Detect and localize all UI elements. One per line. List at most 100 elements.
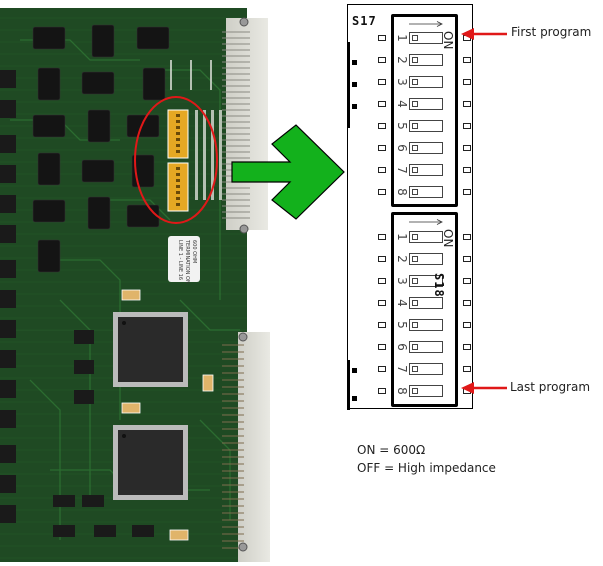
- right-arrow-icon: [231, 124, 345, 220]
- switch-knob: [412, 35, 418, 41]
- switch-number: 3: [395, 277, 409, 285]
- switch-position-2: 2: [378, 54, 471, 68]
- panel-bracket-top: [347, 42, 357, 128]
- pin-left: [378, 167, 386, 173]
- first-program-arrow-icon: [461, 28, 507, 40]
- tantalum-capacitors: [121, 289, 214, 541]
- qfp-chip-2: [113, 425, 188, 500]
- switch-position-1: 1: [378, 32, 471, 46]
- switch-number: 2: [395, 255, 409, 263]
- pin-right: [463, 101, 471, 107]
- switch-knob: [412, 123, 418, 129]
- pin-left: [378, 189, 386, 195]
- pin-right: [463, 79, 471, 85]
- switch-number: 5: [395, 321, 409, 329]
- switch-number: 3: [395, 78, 409, 86]
- switch-slider: [409, 297, 443, 309]
- pin-right: [463, 256, 471, 262]
- switch-position-3: 3: [378, 76, 471, 90]
- switch-knob: [412, 322, 418, 328]
- switch-position-5: 5: [378, 319, 471, 333]
- switch-slider: [409, 385, 443, 397]
- switch-number: 7: [395, 166, 409, 174]
- last-program-label: Last program: [510, 380, 591, 394]
- pin-left: [378, 35, 386, 41]
- switch-position-3: 3: [378, 275, 471, 289]
- switch-slider: [409, 341, 443, 353]
- switch-slider: [409, 76, 443, 88]
- switch-knob: [412, 145, 418, 151]
- switch-number: 4: [395, 299, 409, 307]
- sticker-line-1: 600 OHM: [191, 240, 197, 263]
- pin-left: [378, 300, 386, 306]
- switch-position-8: 8: [378, 186, 471, 200]
- termination-sticker: 600 OHM TERMINATION ON LINE 1 - LINE 16: [168, 236, 200, 284]
- on-direction-arrow-icon: [409, 219, 443, 225]
- edge-connector-bottom: [222, 332, 270, 562]
- switch-knob: [412, 234, 418, 240]
- switch-slider: [409, 231, 443, 243]
- switch-number: 1: [395, 233, 409, 241]
- impedance-legend: ON = 600Ω OFF = High impedance: [357, 441, 496, 477]
- pin-right: [463, 278, 471, 284]
- pin-left: [378, 101, 386, 107]
- circuit-board-photo: 600 OHM TERMINATION ON LINE 1 - LINE 16: [0, 8, 270, 562]
- pin-left: [378, 388, 386, 394]
- pointer-arrow-shape: [231, 124, 345, 220]
- switch-number: 8: [395, 387, 409, 395]
- switch-knob: [412, 300, 418, 306]
- pin-left: [378, 145, 386, 151]
- pin-left: [378, 322, 386, 328]
- highlight-ellipse: [134, 96, 218, 224]
- switch-number: 7: [395, 365, 409, 373]
- pin-right: [463, 300, 471, 306]
- pin-right: [463, 344, 471, 350]
- switch-knob: [412, 256, 418, 262]
- pin-right: [463, 123, 471, 129]
- switch-knob: [412, 57, 418, 63]
- pin-left: [378, 366, 386, 372]
- switch-position-8: 8: [378, 385, 471, 399]
- pin-right: [463, 57, 471, 63]
- switch-slider: [409, 164, 443, 176]
- switch-knob: [412, 167, 418, 173]
- pin-left: [378, 234, 386, 240]
- switch-knob: [412, 388, 418, 394]
- switch-slider: [409, 32, 443, 44]
- switch-slider: [409, 142, 443, 154]
- switch-number: 8: [395, 188, 409, 196]
- switch-position-4: 4: [378, 297, 471, 311]
- first-program-label: First program: [511, 25, 592, 39]
- switch-slider: [409, 253, 443, 265]
- switch-position-7: 7: [378, 164, 471, 178]
- switch-knob: [412, 101, 418, 107]
- switch-slider: [409, 319, 443, 331]
- s18-label: S18: [432, 273, 446, 298]
- s17-label: S17: [352, 14, 377, 28]
- switch-number: 4: [395, 100, 409, 108]
- on-direction-arrow-icon: [409, 21, 443, 27]
- switch-position-6: 6: [378, 142, 471, 156]
- sticker-line-3: LINE 1 - LINE 16: [177, 240, 183, 280]
- switch-position-1: 1: [378, 231, 471, 245]
- switch-number: 2: [395, 56, 409, 64]
- switch-position-6: 6: [378, 341, 471, 355]
- switch-position-4: 4: [378, 98, 471, 112]
- switch-number: 1: [395, 34, 409, 42]
- last-program-arrow-icon: [461, 382, 507, 394]
- pin-left: [378, 344, 386, 350]
- pin-right: [463, 189, 471, 195]
- switch-knob: [412, 79, 418, 85]
- switch-position-2: 2: [378, 253, 471, 267]
- switch-number: 6: [395, 144, 409, 152]
- edge-connector-top: [222, 17, 268, 234]
- switch-position-5: 5: [378, 120, 471, 134]
- pin-left: [378, 57, 386, 63]
- switch-number: 6: [395, 343, 409, 351]
- pin-right: [463, 366, 471, 372]
- switch-number: 5: [395, 122, 409, 130]
- switch-slider: [409, 275, 443, 287]
